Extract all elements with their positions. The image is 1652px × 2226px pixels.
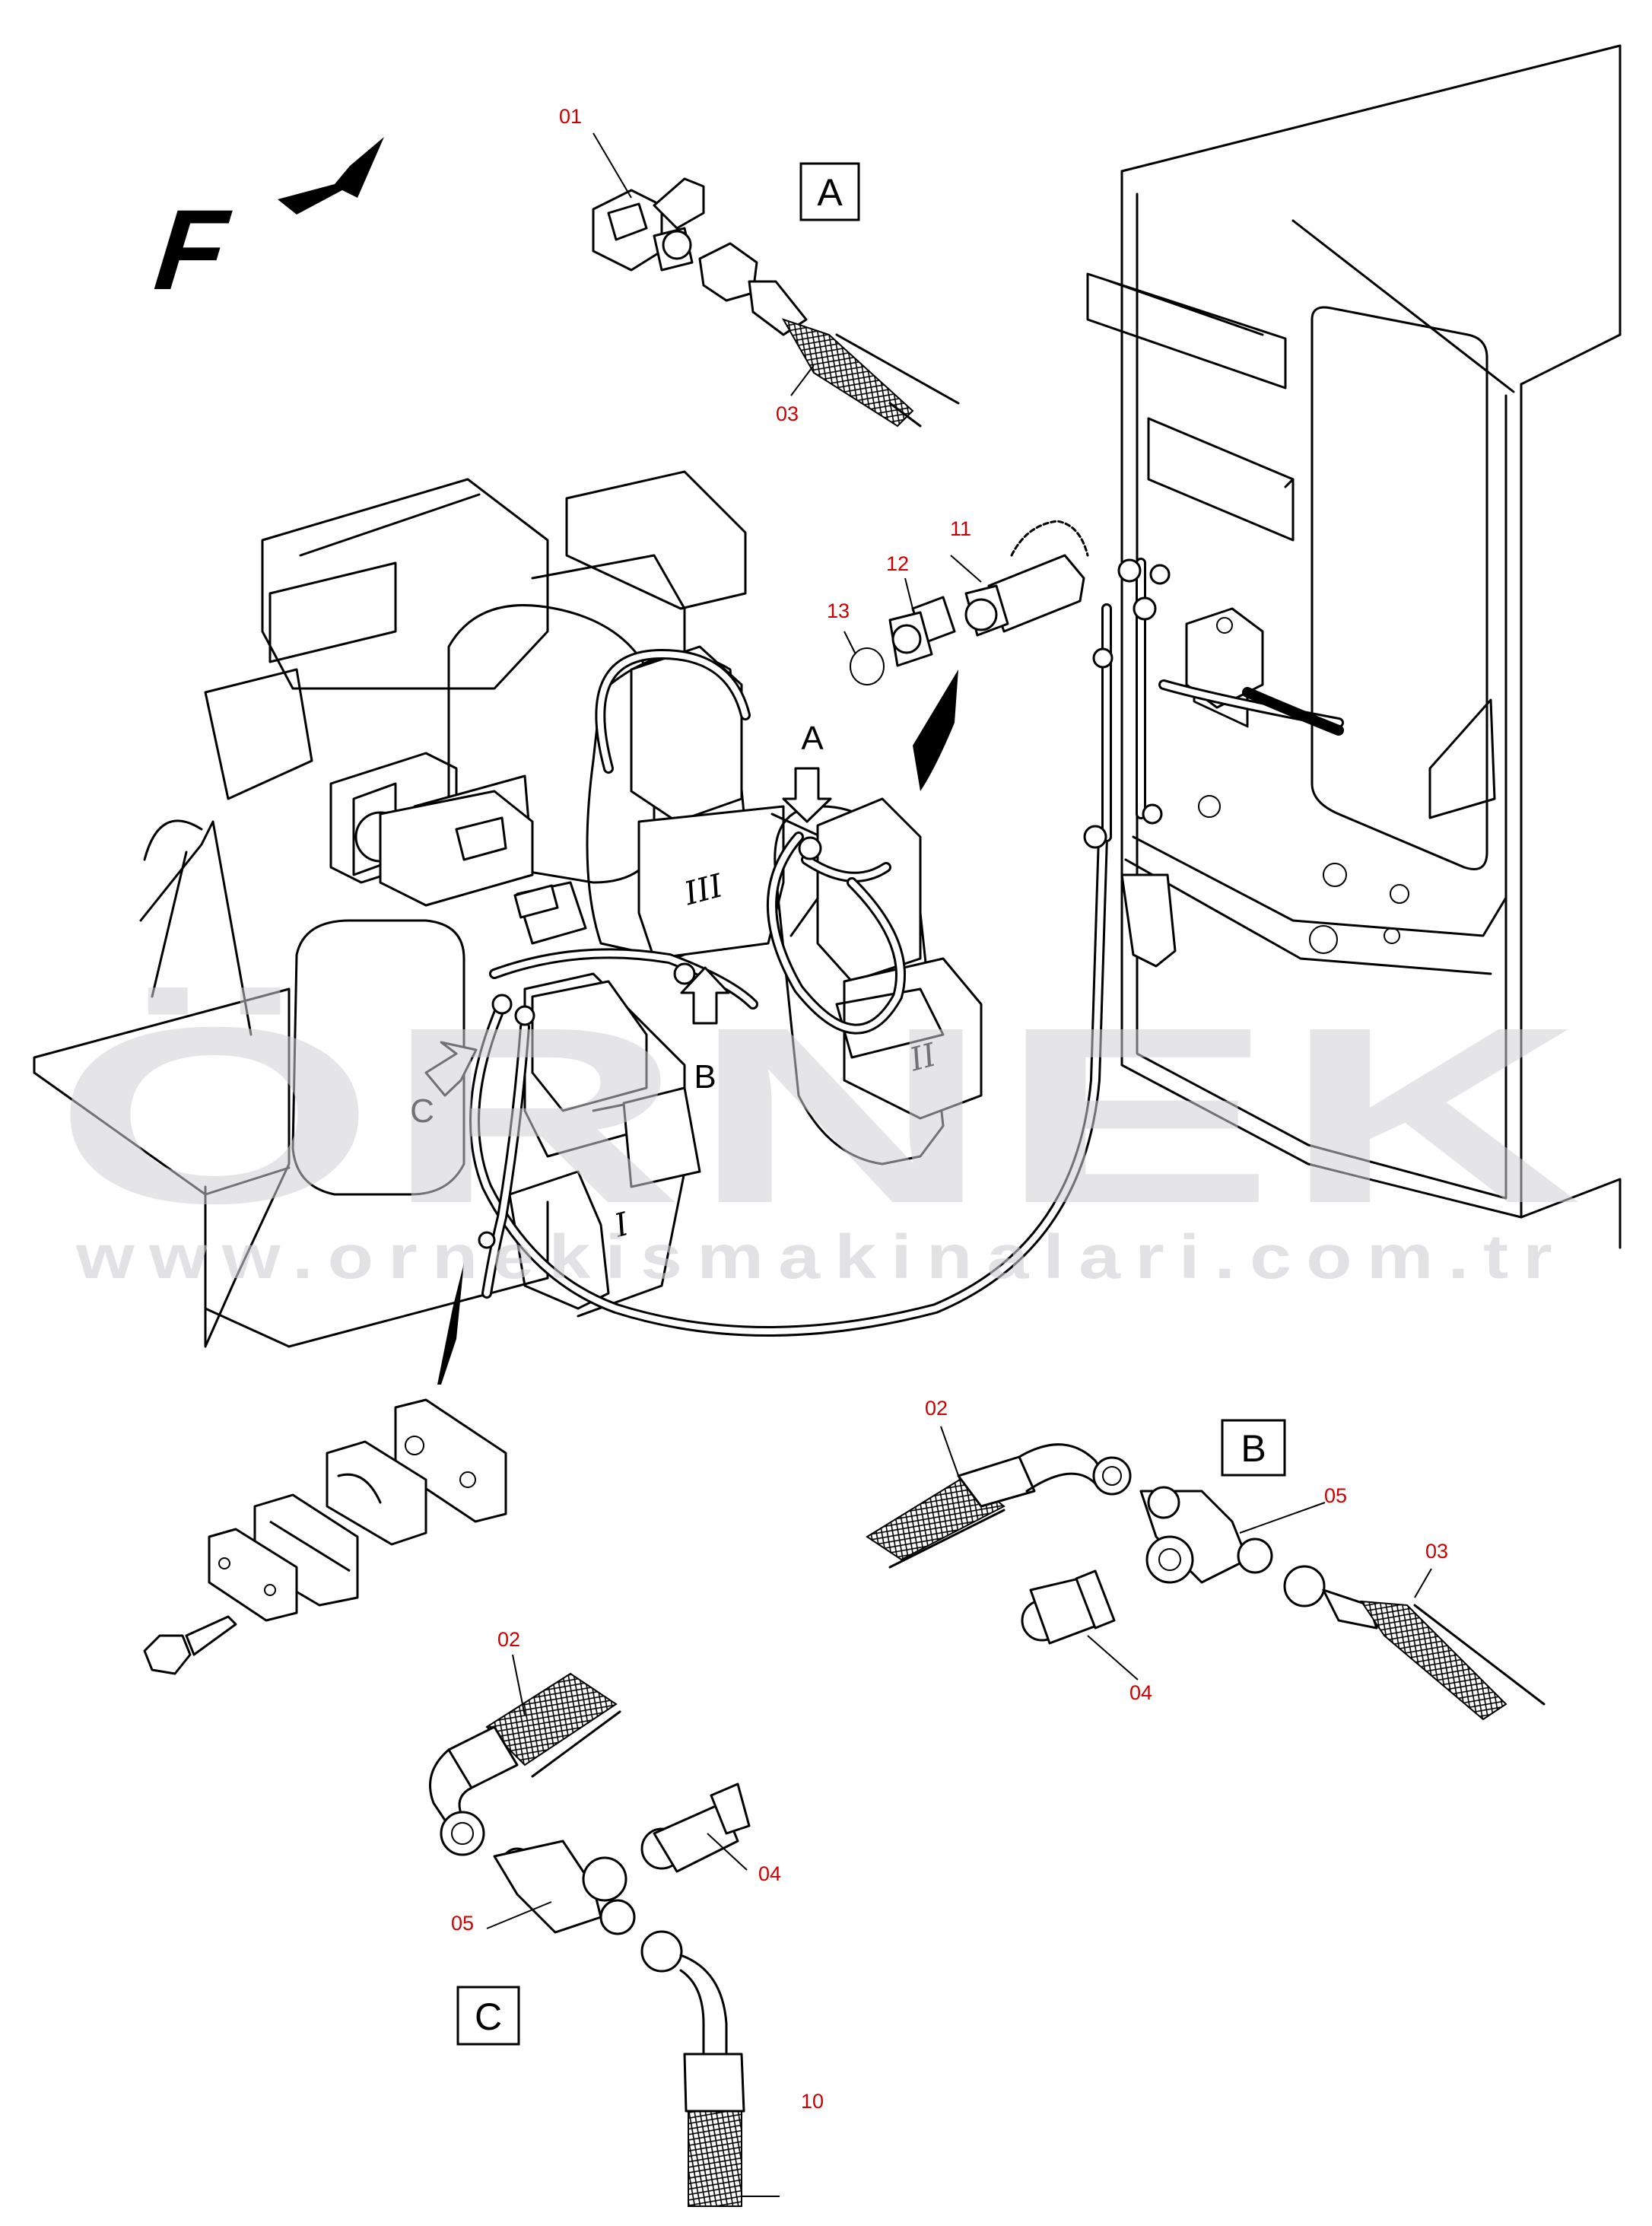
- clamp-assembly: [143, 1398, 507, 1675]
- part-number-01: 01: [559, 105, 582, 128]
- part-number-05-detail-c: 05: [451, 1912, 474, 1935]
- part-number-03-detail-b: 03: [1425, 1540, 1448, 1563]
- part-number-05-detail-b: 05: [1324, 1484, 1347, 1507]
- watermark-brand: ÖRNEK: [53, 975, 1590, 1255]
- detail-c: C 02 05 04 10: [429, 1628, 824, 2207]
- part-number-02-detail-c: 02: [497, 1628, 520, 1651]
- hose-routing: [469, 558, 1344, 1337]
- detail-a: A 01 03: [559, 105, 960, 428]
- part-number-03-detail-a: 03: [776, 402, 799, 425]
- direction-indicator: F: [150, 137, 384, 313]
- part-number-02-detail-b: 02: [925, 1397, 948, 1420]
- view-arrow-b: B: [680, 966, 730, 1096]
- view-marker-a: A: [801, 720, 824, 757]
- part-number-12: 12: [886, 552, 909, 575]
- direction-label: F: [150, 186, 236, 313]
- part-number-04-detail-b: 04: [1129, 1681, 1152, 1704]
- part-number-10: 10: [801, 2090, 824, 2113]
- detail-b-letter: B: [1241, 1427, 1266, 1470]
- part-number-13: 13: [827, 599, 850, 622]
- view-marker-b: B: [694, 1058, 716, 1096]
- view-arrow-a: A: [782, 720, 832, 823]
- view-arrow-c: C: [410, 1041, 478, 1130]
- coupling-parts: 11 12 13: [827, 517, 1089, 685]
- part-number-11: 11: [950, 517, 971, 540]
- detail-c-letter: C: [475, 1995, 502, 2038]
- detail-b: B 02 05 03 04: [866, 1397, 1546, 1721]
- control-cabinet: [1086, 44, 1622, 1249]
- watermark: ÖRNEK www.ornekismakinalari.com.tr: [53, 975, 1590, 1292]
- watermark-url: www.ornekismakinalari.com.tr: [75, 1223, 1567, 1292]
- detail-a-letter: A: [817, 171, 843, 214]
- direction-arrow-icon: [278, 137, 384, 215]
- detail-b-box: [1221, 1419, 1286, 1477]
- detail-c-box: [456, 1986, 520, 2046]
- leader-curves: [437, 669, 958, 1385]
- view-marker-c: C: [410, 1092, 434, 1130]
- detail-a-box: [799, 162, 860, 221]
- part-number-04-detail-c: 04: [758, 1862, 781, 1885]
